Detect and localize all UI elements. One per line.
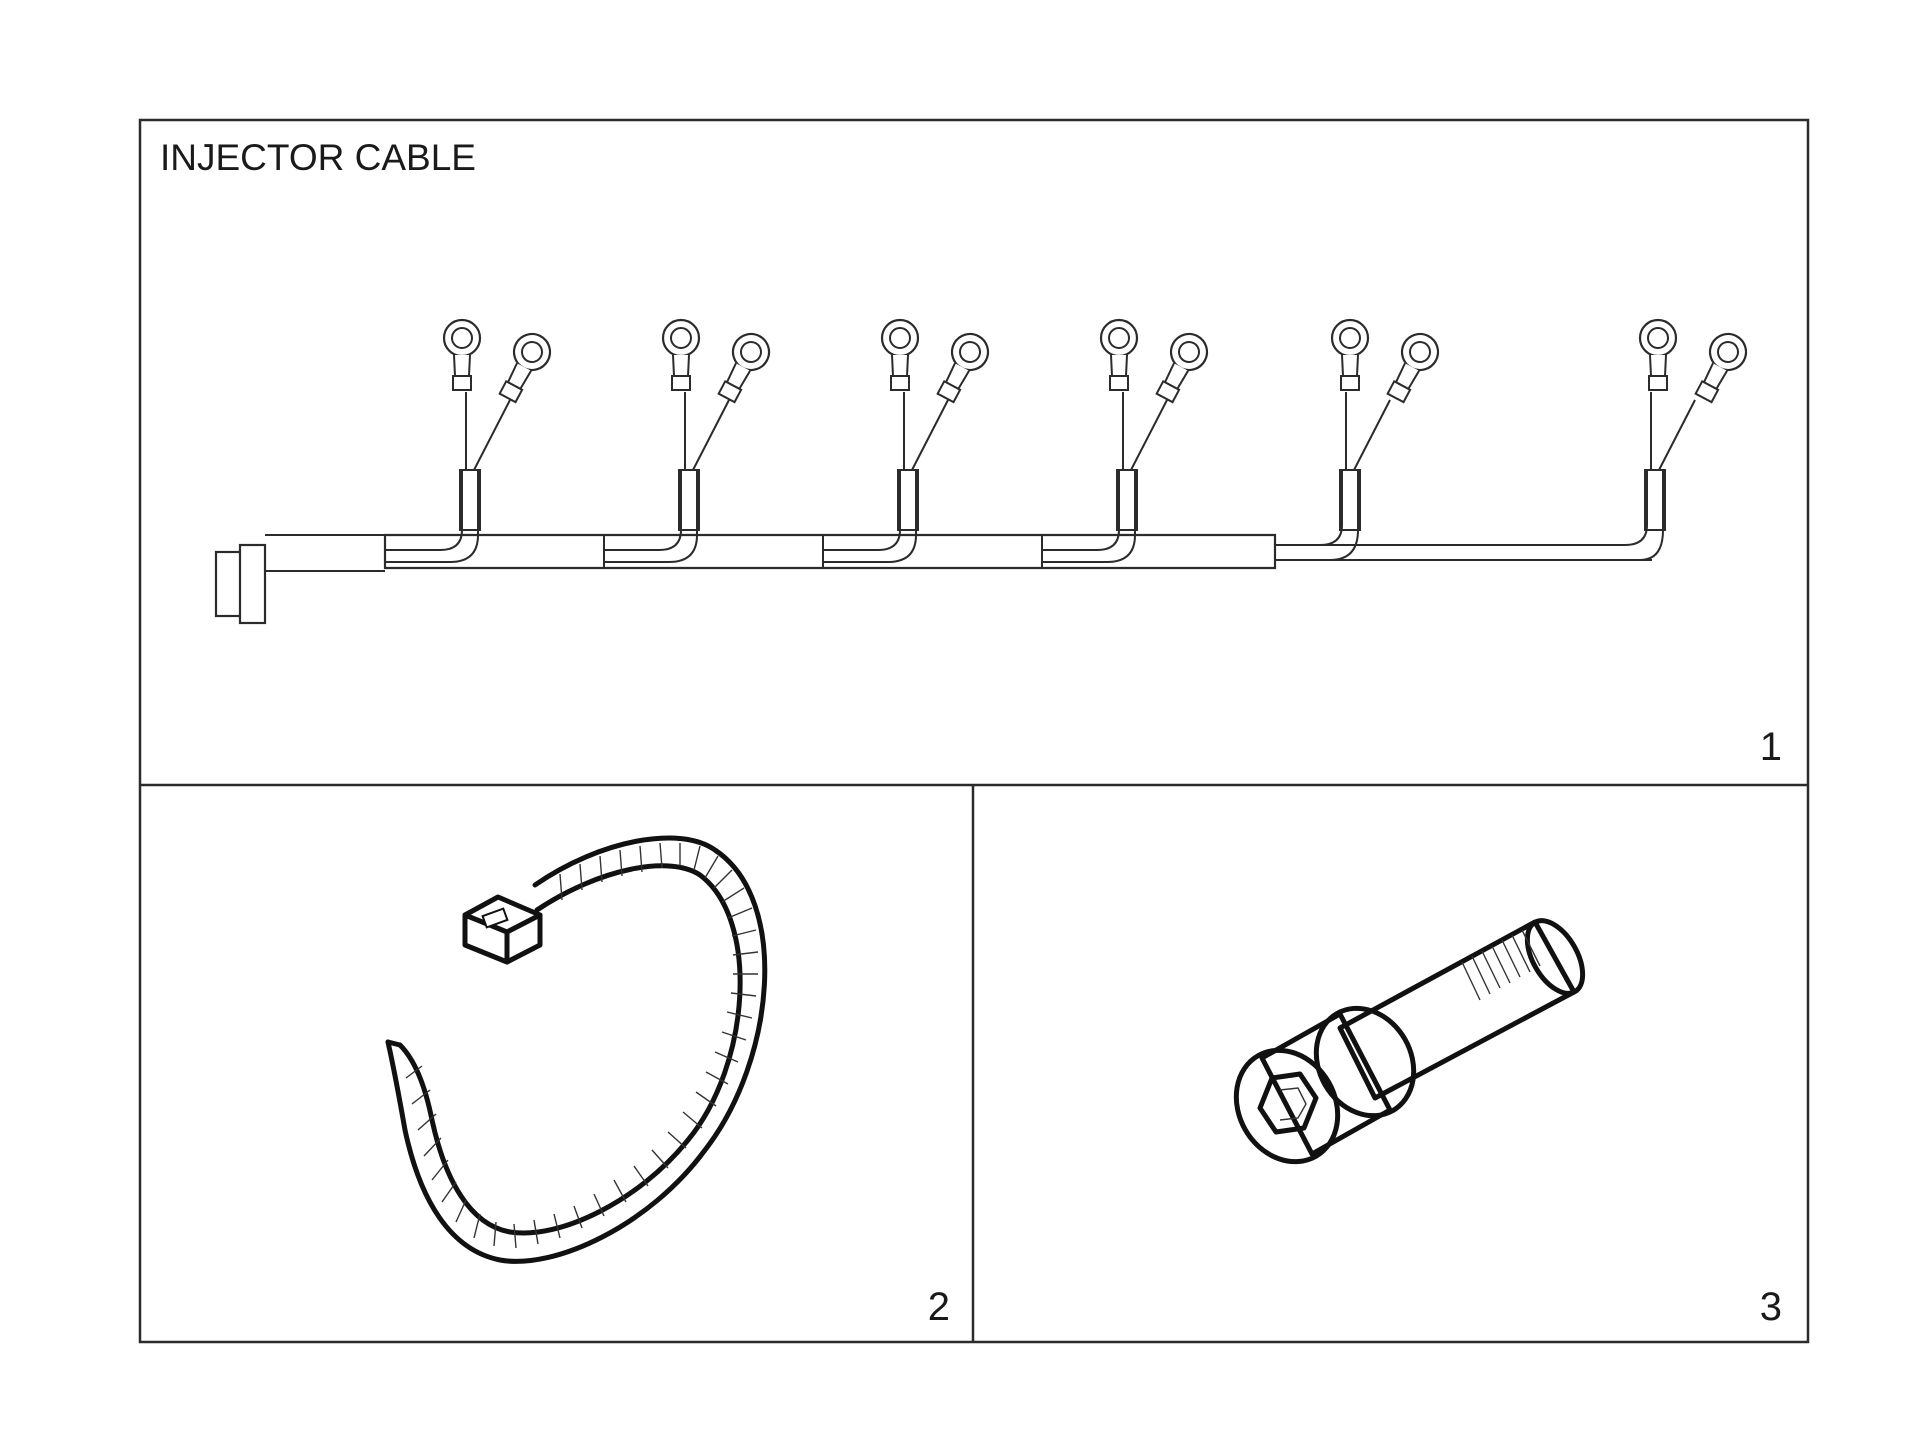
terminal-pair <box>880 318 996 471</box>
item-number-3: 3 <box>1760 1285 1782 1329</box>
item-number-2: 2 <box>928 1285 950 1329</box>
terminal-pair <box>1330 318 1446 471</box>
screw-panel: 3 <box>1233 918 1782 1329</box>
item-number-1: 1 <box>1760 725 1782 769</box>
terminal-pair <box>1638 318 1754 471</box>
injector-harness-drawing <box>214 318 1754 625</box>
cap-screw-drawing <box>1233 918 1586 1165</box>
injector-cable-panel: INJECTOR CABLE 1 <box>160 137 1782 769</box>
harness-connector <box>214 543 267 625</box>
terminal-pair <box>442 318 558 471</box>
cable-tie-panel: 2 <box>385 835 950 1329</box>
terminal-pair <box>1099 318 1215 471</box>
cable-tie-drawing <box>385 835 768 1264</box>
terminal-pair <box>661 318 777 471</box>
cable-tie-head <box>462 894 543 965</box>
main-sleeve <box>383 533 1277 570</box>
panel-title: INJECTOR CABLE <box>160 137 476 178</box>
